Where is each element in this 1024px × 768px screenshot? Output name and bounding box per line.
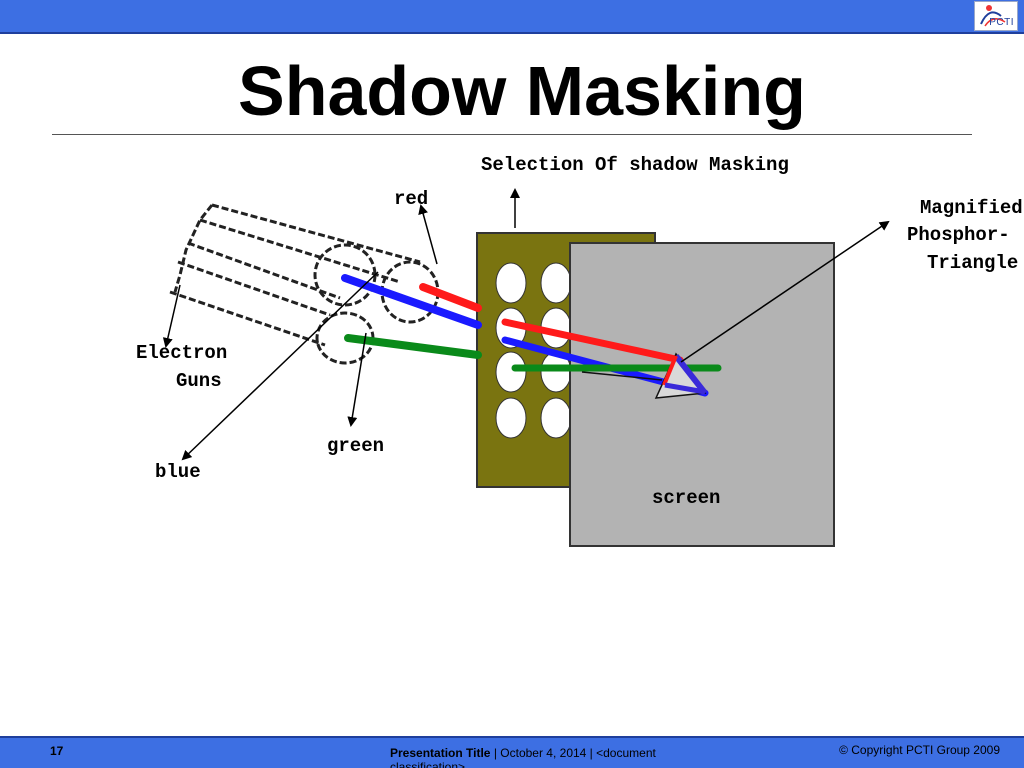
electron-gun-cylinders: [169, 203, 440, 365]
magnified-arrow: [680, 220, 890, 363]
phosphor-triangle: [581, 352, 708, 399]
annotation-arrows: [162, 188, 890, 461]
electron-guns-arrow: [162, 284, 181, 348]
copyright: © Copyright PCTI Group 2009: [839, 743, 1000, 757]
title-divider: [52, 134, 972, 135]
label-magnified-3: Triangle: [927, 252, 1018, 274]
presentation-title: Presentation Title: [390, 746, 491, 760]
blue-arrow: [181, 271, 379, 461]
pcti-logo: PCTI: [974, 1, 1018, 31]
blue-beam-back: [341, 274, 482, 329]
label-electron: Electron: [136, 342, 227, 364]
footer-bar: 17 Presentation Title | October 4, 2014 …: [0, 736, 1024, 768]
page-title: Shadow Masking: [238, 52, 806, 130]
label-magnified-2: Phosphor-: [907, 224, 1010, 246]
mask-holes: [495, 262, 572, 439]
red-beam-front: [501, 318, 684, 364]
label-magnified-1: Magnified: [920, 197, 1023, 219]
red-beam-back: [419, 283, 482, 312]
top-header-bar: PCTI: [0, 0, 1024, 34]
green-beam-back: [344, 334, 482, 359]
footer-date: | October 4, 2014 | <document classifica…: [390, 746, 656, 768]
label-red: red: [394, 188, 428, 210]
label-green: green: [327, 435, 384, 457]
label-guns: Guns: [176, 370, 222, 392]
footer-center: Presentation Title | October 4, 2014 | <…: [390, 746, 730, 768]
logo-text: PCTI: [989, 17, 1014, 28]
label-selection: Selection Of shadow Masking: [481, 154, 789, 176]
green-arrow: [347, 332, 367, 427]
label-screen: screen: [652, 487, 720, 509]
label-blue: blue: [155, 461, 201, 483]
red-arrow: [418, 204, 438, 265]
logo-figure-icon: [980, 5, 1006, 27]
slide-number: 17: [50, 744, 64, 758]
